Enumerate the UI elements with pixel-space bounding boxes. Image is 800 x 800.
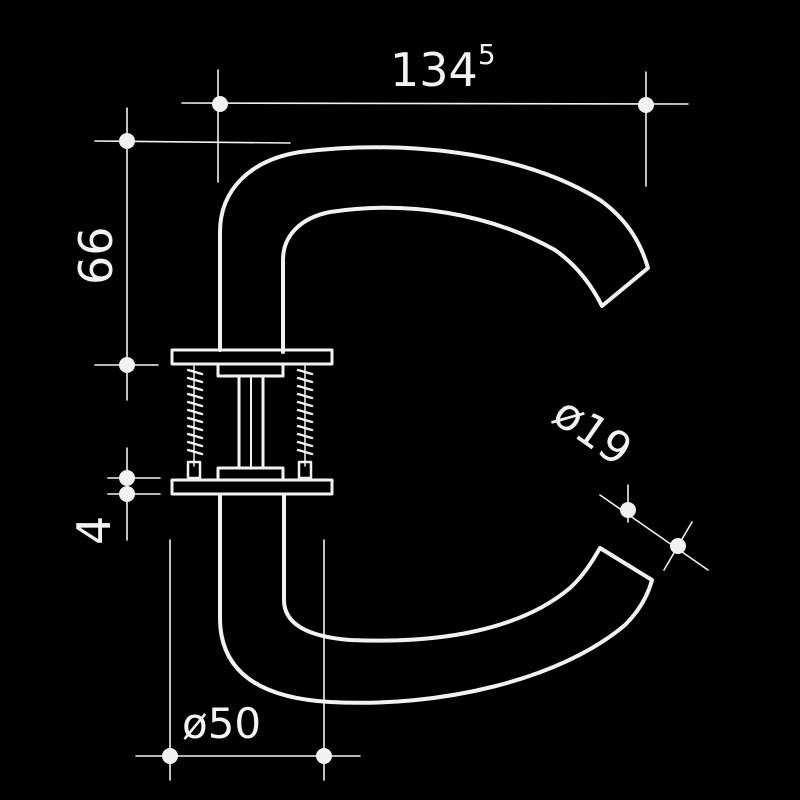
lower-rose-plate bbox=[170, 478, 334, 496]
rose-diameter-dot-right bbox=[316, 748, 332, 764]
handle-height-dot-bottom bbox=[119, 357, 135, 373]
grip-diameter-dimension: ø19 bbox=[544, 387, 709, 571]
spindle bbox=[237, 374, 265, 470]
rose-diameter-label: ø50 bbox=[182, 699, 261, 748]
rose-thickness-label: 4 bbox=[67, 516, 121, 545]
grip-diameter-dot-a bbox=[620, 502, 636, 518]
handle-height-dimension: 66 bbox=[69, 107, 291, 401]
grip-diameter-line bbox=[599, 494, 709, 571]
rose-thickness-dimension: 4 bbox=[67, 447, 161, 545]
overall-length-dot-right bbox=[638, 97, 654, 113]
grip-diameter-label: ø19 bbox=[544, 387, 641, 476]
rosette-assembly bbox=[170, 348, 334, 496]
right-spring bbox=[296, 368, 314, 456]
upper-rose-collar bbox=[216, 362, 285, 378]
rose-thickness-dot-bottom bbox=[119, 486, 135, 502]
right-spring-cap bbox=[297, 460, 313, 480]
rose-thickness-dot-top bbox=[119, 470, 135, 486]
upper-lever-handle bbox=[218, 145, 650, 354]
overall-length-dot-left bbox=[212, 96, 228, 112]
left-spring bbox=[186, 368, 204, 456]
rose-diameter-dot-left bbox=[162, 748, 178, 764]
left-spring-cap bbox=[186, 460, 202, 480]
handle-height-dot-top bbox=[119, 133, 135, 149]
upper-rose-plate bbox=[170, 348, 334, 366]
lower-lever-handle bbox=[218, 493, 654, 705]
overall-length-dimension: 1345 bbox=[181, 38, 689, 187]
rose-diameter-dimension: ø50 bbox=[135, 539, 361, 781]
handle-height-label: 66 bbox=[69, 226, 123, 285]
lower-rose-collar bbox=[216, 466, 285, 482]
grip-diameter-dot-b bbox=[670, 538, 686, 554]
overall-length-line bbox=[181, 102, 689, 105]
overall-length-label: 1345 bbox=[390, 38, 496, 97]
